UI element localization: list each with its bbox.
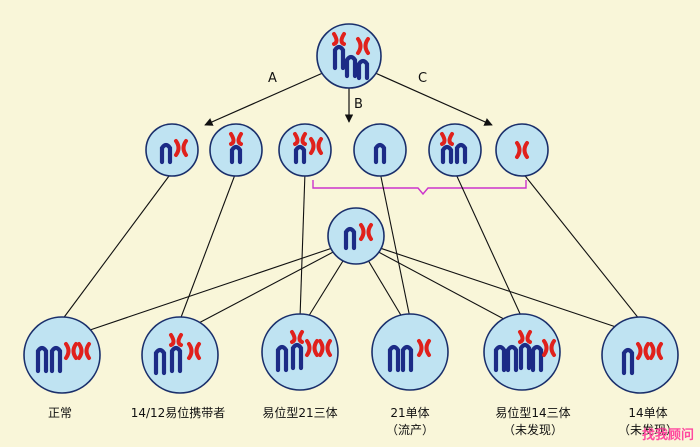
bracket — [312, 180, 527, 196]
caption-monosomy-14: 14单体（未发现） — [617, 406, 678, 437]
label-a: A — [268, 71, 277, 86]
cells-layer — [23, 23, 679, 394]
offspring-carrier — [141, 316, 219, 394]
gamete-2 — [209, 123, 263, 177]
offspring-normal — [23, 316, 101, 394]
caption-trisomy-21: 易位型21三体 — [262, 406, 338, 420]
label-c: C — [418, 71, 427, 86]
caption-normal: 正常 — [47, 406, 72, 420]
gamete-4 — [353, 123, 407, 177]
offspring-monosomy-21 — [371, 313, 449, 391]
watermark-logo: 找我顾问 — [641, 428, 694, 443]
cell-normal-gamete — [327, 207, 385, 265]
arrow-c — [372, 71, 493, 126]
caption-trisomy-14: 易位型14三体（未发现） — [495, 406, 571, 437]
offspring-monosomy-14 — [601, 316, 679, 394]
gamete-6 — [495, 123, 549, 177]
gamete-3 — [278, 123, 332, 177]
arrow-a — [204, 71, 326, 126]
gamete-1 — [145, 123, 199, 177]
caption-carrier: 14/12易位携带者 — [130, 406, 226, 420]
offspring-trisomy-21 — [261, 313, 339, 391]
label-b: B — [354, 97, 363, 112]
cell-parent — [316, 23, 382, 89]
offspring-trisomy-14 — [483, 313, 561, 391]
caption-monosomy-21: 21单体（流产） — [385, 406, 434, 437]
gamete-5 — [428, 123, 482, 177]
